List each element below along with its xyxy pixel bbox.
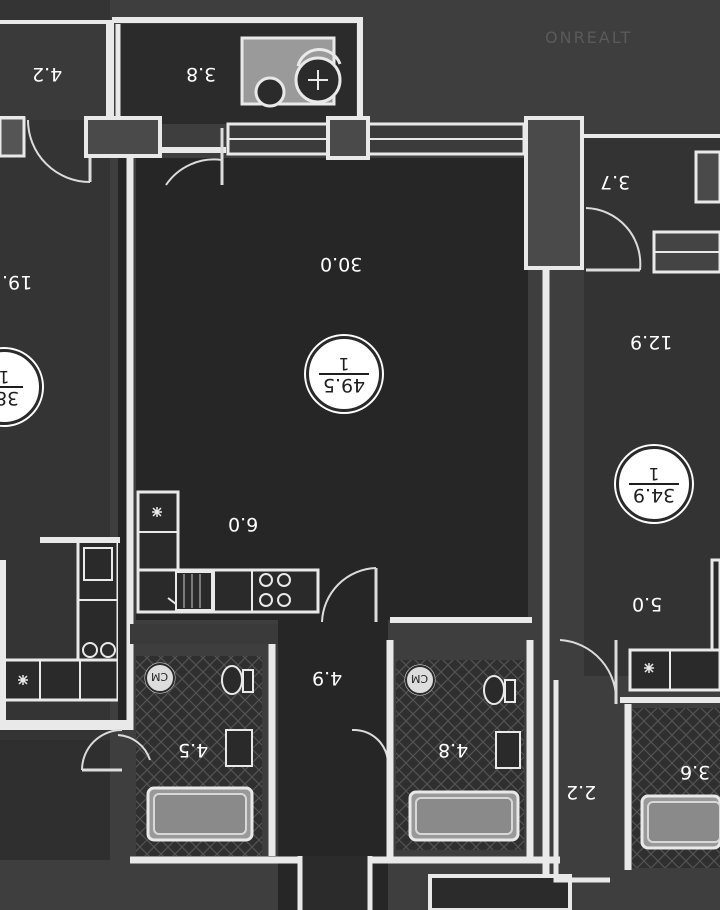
room-area-left-top: 4.2	[32, 63, 63, 85]
pillar	[84, 116, 162, 158]
pillar	[326, 116, 370, 160]
watermark: ONREALT	[545, 28, 633, 47]
right-apartment-floor	[584, 136, 720, 676]
room-area-left-room: 19.	[2, 271, 33, 293]
apartment-area: 38.	[0, 386, 24, 409]
room-area-right-living: 12.9	[630, 331, 673, 353]
kitchen-sink	[175, 571, 213, 611]
kitchen-counter	[136, 568, 320, 614]
room-area-hall: 4.9	[312, 667, 343, 689]
room-area-right-top: 3.7	[600, 171, 631, 193]
room-area-balcony: 3.8	[186, 63, 217, 85]
room-area-bath-right: 3.6	[680, 761, 711, 783]
apartment-badge-left: 38. 1	[0, 349, 42, 425]
washbasin	[495, 731, 521, 769]
room-area-kitchen: 6.0	[228, 513, 259, 535]
apartment-badge-main: 49.5 1	[306, 336, 382, 412]
left-top-room-floor	[0, 20, 110, 120]
toilet-tag-text: CM	[411, 672, 429, 685]
apartment-rooms: 1	[338, 353, 350, 373]
pillar	[524, 116, 584, 270]
room-area-right-kitchen: 5.0	[632, 593, 663, 615]
apartment-badge-left-clip: 38. 1	[0, 344, 44, 428]
washbasin	[225, 729, 253, 767]
room-area-bath-left: 4.5	[178, 739, 209, 761]
toilet-tag-text: CM	[151, 670, 169, 683]
apartment-area: 34.9	[628, 483, 680, 506]
apartment-rooms: 1	[0, 366, 9, 386]
room-area-right-hall: 2.2	[566, 781, 597, 803]
apartment-area: 49.5	[318, 373, 370, 396]
room-area-living: 30.0	[320, 253, 363, 275]
room-area-bath-center: 4.8	[438, 739, 469, 761]
toilet-tag-icon	[145, 663, 175, 693]
toilet-tag-icon	[405, 665, 435, 695]
apartment-rooms: 1	[648, 463, 660, 483]
apartment-badge-right: 34.9 1	[616, 446, 692, 522]
left-kitchen-counter	[0, 658, 120, 702]
right-kitchen-counter	[628, 648, 720, 692]
